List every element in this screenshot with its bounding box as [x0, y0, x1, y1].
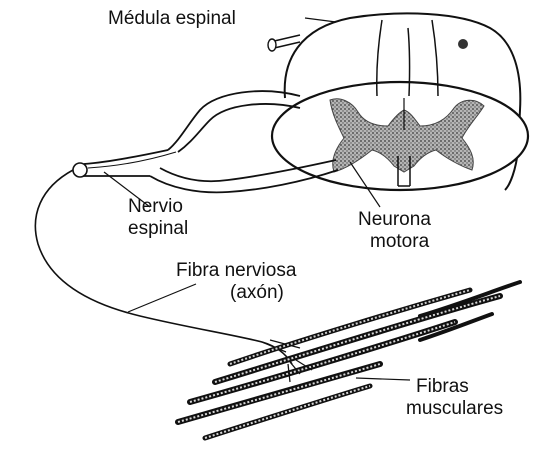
label-spinal-nerve-line1: Nervio	[128, 196, 183, 217]
leader-muscle-fibers	[356, 378, 410, 380]
label-spinal-cord: Médula espinal	[108, 8, 236, 29]
label-muscle-fibers-line1: Fibras	[416, 376, 469, 397]
leader-nerve-fiber	[128, 284, 196, 312]
label-nerve-fiber-line2: (axón)	[230, 282, 284, 303]
label-nerve-fiber-line1: Fibra nerviosa	[176, 260, 297, 281]
leader-spinal-cord	[305, 18, 336, 22]
spinal-cord	[268, 13, 528, 190]
label-spinal-nerve-line2: espinal	[128, 218, 188, 239]
label-motor-neuron-line1: Neurona	[358, 209, 431, 230]
label-muscle-fibers-line2: musculares	[406, 398, 503, 419]
nerve-cut-end	[73, 163, 87, 177]
label-motor-neuron-line2: motora	[370, 231, 430, 252]
dorsal-root-stub-icon	[458, 39, 468, 49]
